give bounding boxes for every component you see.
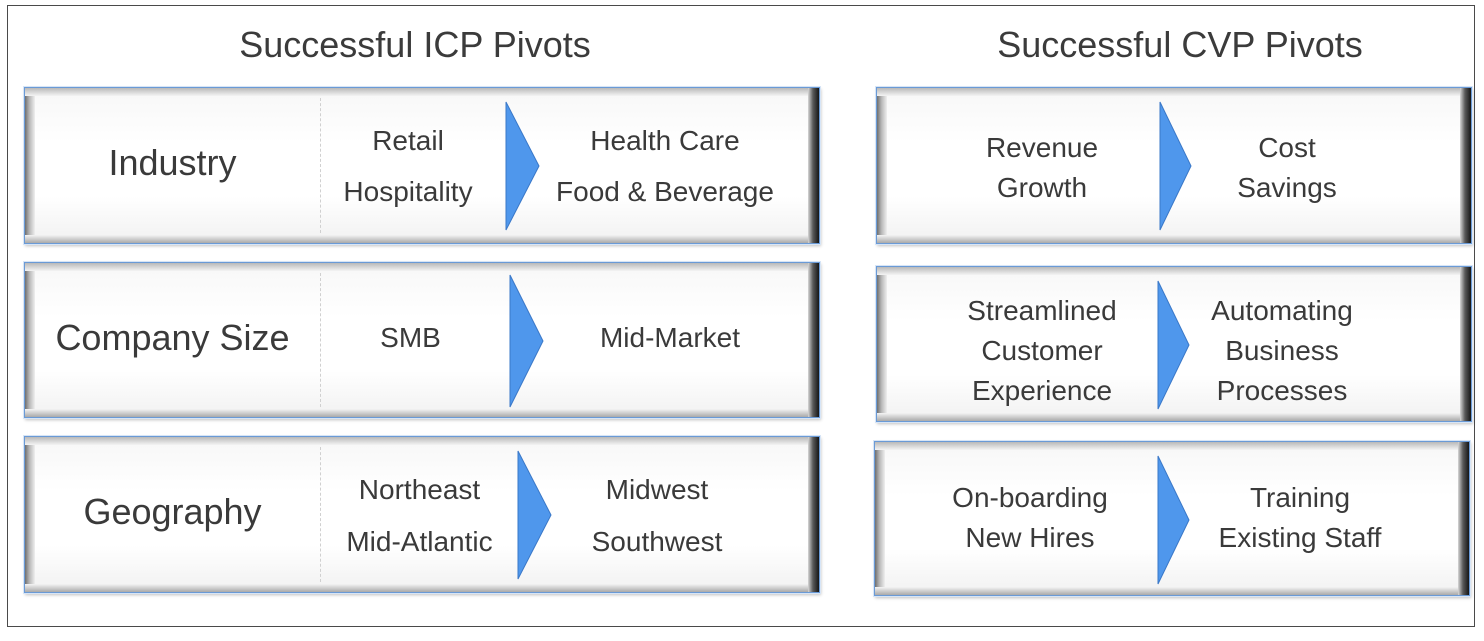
icp-from-value: Mid-Atlantic bbox=[346, 526, 493, 557]
cvp-from-value: New Hires bbox=[965, 522, 1095, 553]
icp-to-value: Southwest bbox=[591, 526, 723, 557]
chevron-right-icon bbox=[1157, 455, 1190, 585]
icp-row-geography: Geography Northeast Mid-Atlantic Midwest… bbox=[24, 436, 820, 593]
icp-to-value: Mid-Market bbox=[599, 322, 740, 353]
icp-to-value: Health Care bbox=[590, 125, 740, 156]
icp-category-label: Geography bbox=[83, 491, 262, 532]
icp-row-industry: Industry Retail Hospitality Health Care … bbox=[24, 87, 820, 244]
icp-row-company-size: Company Size SMB Mid-Market bbox=[24, 262, 820, 418]
cvp-from-value: On-boarding bbox=[952, 482, 1108, 513]
cvp-to-value: Automating bbox=[1211, 295, 1353, 326]
cvp-heading: Successful CVP Pivots bbox=[997, 24, 1363, 65]
cvp-to-value: Processes bbox=[1216, 375, 1348, 406]
cvp-from-value: Experience bbox=[971, 375, 1113, 406]
icp-to-value: Food & Beverage bbox=[556, 176, 774, 207]
cvp-from-value: Streamlined bbox=[967, 295, 1117, 326]
cvp-to-value: Savings bbox=[1237, 172, 1337, 203]
icp-category-label: Company Size bbox=[55, 317, 290, 358]
icp-from-value: SMB bbox=[380, 322, 441, 353]
cvp-row-revenue: Revenue Growth Cost Savings bbox=[876, 87, 1472, 244]
chevron-right-icon bbox=[505, 101, 540, 231]
icp-to-value: Midwest bbox=[605, 474, 709, 505]
icp-from-value: Northeast bbox=[358, 474, 481, 505]
cvp-to-value: Training bbox=[1249, 482, 1351, 513]
icp-from-value: Retail bbox=[372, 125, 444, 156]
icp-category-label: Industry bbox=[108, 142, 237, 183]
icp-from-value: Hospitality bbox=[343, 176, 473, 207]
cvp-to-value: Existing Staff bbox=[1218, 522, 1382, 553]
cvp-row-experience: Streamlined Customer Experience Automati… bbox=[876, 266, 1472, 422]
cvp-to-value: Business bbox=[1225, 335, 1339, 366]
cvp-to-value: Cost bbox=[1258, 132, 1316, 163]
chevron-right-icon bbox=[517, 450, 552, 580]
chevron-right-icon bbox=[1157, 280, 1190, 410]
chevron-right-icon bbox=[1159, 101, 1192, 231]
icp-heading: Successful ICP Pivots bbox=[239, 24, 591, 65]
cvp-from-value: Customer bbox=[981, 335, 1103, 366]
cvp-from-value: Growth bbox=[996, 172, 1088, 203]
cvp-row-onboarding: On-boarding New Hires Training Existing … bbox=[874, 441, 1470, 596]
chevron-right-icon bbox=[509, 274, 544, 408]
cvp-from-value: Revenue bbox=[985, 132, 1099, 163]
